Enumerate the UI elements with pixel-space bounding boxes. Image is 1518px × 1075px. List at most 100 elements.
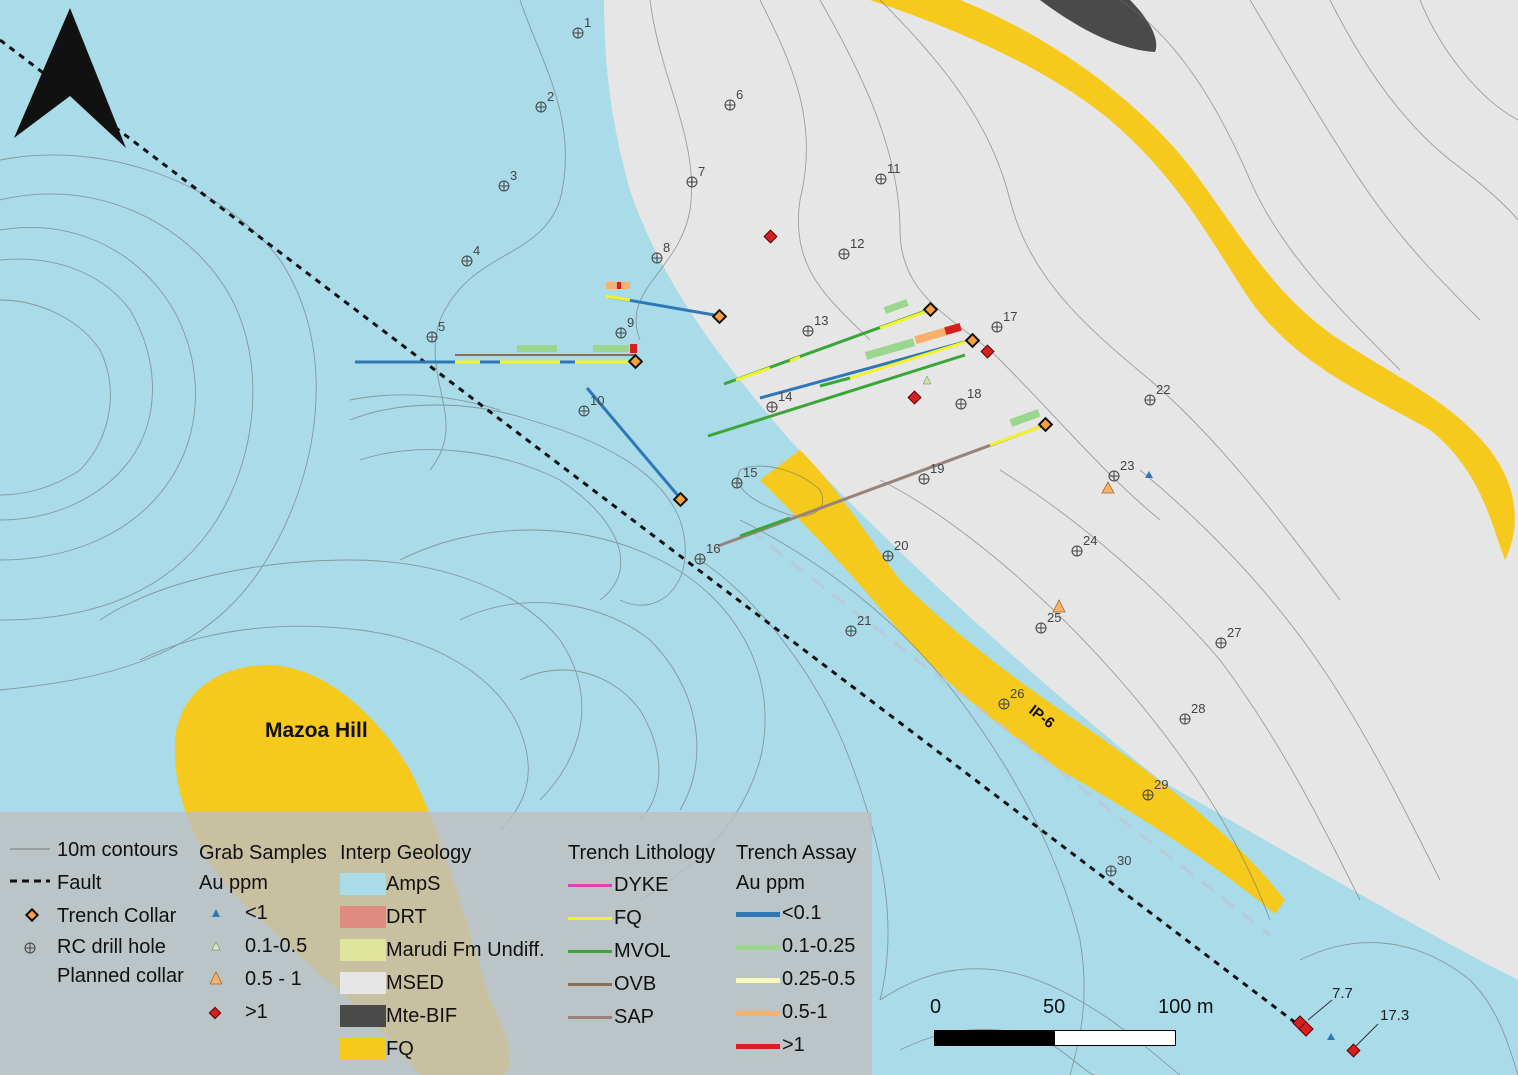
swatch-amps <box>340 873 386 895</box>
sap-line-icon <box>568 1016 612 1019</box>
grab-sample-01-05 <box>922 375 932 385</box>
triangle-green-icon <box>211 941 221 951</box>
drill-hole-label: 26 <box>1010 686 1024 701</box>
legend-lithology-item: OVB <box>614 973 657 995</box>
drill-hole-label: 7 <box>698 164 705 179</box>
legend-grab-item: <1 <box>245 902 268 924</box>
drill-hole-label: 6 <box>736 87 743 102</box>
fault-legend-icon <box>10 879 50 883</box>
swatch-fq <box>340 1038 386 1060</box>
legend-grab-item: >1 <box>245 1001 268 1023</box>
drill-hole-label: 10 <box>590 393 604 408</box>
trench-c <box>585 387 682 499</box>
map-legend: 10m contours Fault Trench Collar RC dril… <box>0 812 872 1075</box>
drill-hole: 19 <box>918 461 944 485</box>
assay-05-1-icon <box>736 1011 780 1016</box>
fault-line <box>0 38 1306 1032</box>
drill-hole-label: 19 <box>930 461 944 476</box>
mazoa-hill-label: Mazoa Hill <box>265 719 368 742</box>
drill-hole-label: 22 <box>1156 382 1170 397</box>
drill-hole-label: 21 <box>857 613 871 628</box>
legend-rc-drill: RC drill hole <box>57 936 166 958</box>
drill-hole: 22 <box>1144 382 1170 406</box>
fq-band-ip6 <box>760 450 1285 914</box>
drill-hole: 14 <box>766 389 792 413</box>
scale-segment-black <box>934 1030 1056 1046</box>
drill-hole-label: 8 <box>663 240 670 255</box>
dyke-line-icon <box>568 884 612 887</box>
grab-value-label: 7.7 <box>1332 985 1353 1002</box>
drill-hole: 17 <box>991 309 1017 333</box>
drill-hole: 3 <box>498 168 517 192</box>
drill-hole-label: 11 <box>887 161 901 176</box>
triangle-orange-icon <box>209 971 223 985</box>
swatch-mte-bif <box>340 1005 386 1027</box>
legend-geology-item: FQ <box>386 1038 414 1060</box>
drill-hole: 9 <box>615 315 634 339</box>
drill-hole-label: 12 <box>850 236 864 251</box>
drill-hole-label: 5 <box>438 319 445 334</box>
legend-assay-title: Trench Assay <box>736 842 857 864</box>
drill-hole-label: 13 <box>814 313 828 328</box>
legend-geology-title: Interp Geology <box>340 842 472 864</box>
drill-hole-label: 20 <box>894 538 908 553</box>
legend-geology-item: Mte-BIF <box>386 1005 458 1027</box>
grab-value-label: 17.3 <box>1380 1007 1409 1024</box>
north-arrow-icon <box>14 8 126 148</box>
legend-contours: 10m contours <box>57 839 179 861</box>
drill-hole: 18 <box>955 386 981 410</box>
grab-sample-lt1 <box>1327 1033 1335 1040</box>
grab-sample-05-1 <box>1101 481 1115 494</box>
drill-hole: 29 <box>1142 777 1168 801</box>
diamond-red-icon <box>208 1006 222 1020</box>
legend-grab-title: Grab Samples <box>199 842 327 864</box>
drill-hole-label: 4 <box>473 243 480 258</box>
drill-hole-label: 28 <box>1191 701 1205 716</box>
drill-hole-label: 30 <box>1117 853 1131 868</box>
swatch-msed <box>340 972 386 994</box>
leader-line <box>1355 1023 1379 1047</box>
grab-sample-05-1 <box>1052 599 1066 613</box>
drill-hole-label: 17 <box>1003 309 1017 324</box>
assay-gt1-icon <box>736 1044 780 1049</box>
drill-hole: 10 <box>578 393 604 417</box>
swatch-marudi <box>340 939 386 961</box>
legend-assay-item: >1 <box>782 1034 805 1056</box>
legend-lithology-title: Trench Lithology <box>568 842 716 864</box>
drill-hole-label: 2 <box>547 89 554 104</box>
grab-sample-gt1 <box>907 390 922 405</box>
drill-hole: 8 <box>651 240 670 264</box>
scale-bar: 0 50 100 m <box>930 996 1230 1056</box>
drill-hole: 6 <box>724 87 743 111</box>
legend-geology-item: MSED <box>386 972 444 994</box>
grab-sample-gt1 <box>1298 1021 1314 1037</box>
drill-hole-label: 25 <box>1047 610 1061 625</box>
leader-line <box>1307 999 1333 1021</box>
drill-hole-legend-icon <box>24 942 36 954</box>
legend-geology-item: AmpS <box>386 873 441 895</box>
trench-collar-legend-icon <box>24 907 40 923</box>
legend-geology-item: DRT <box>386 906 427 928</box>
grab-samples: 7.7 17.3 <box>763 229 1409 1058</box>
drill-hole-label: 16 <box>706 541 720 556</box>
legend-assay-item: 0.25-0.5 <box>782 968 856 990</box>
swatch-drt <box>340 906 386 928</box>
drill-hole-label: 1 <box>584 15 591 30</box>
drill-hole: 12 <box>838 236 864 260</box>
legend-planned: Planned collar <box>57 965 184 987</box>
drill-hole: 23 <box>1108 458 1134 482</box>
scale-label-50: 50 <box>1043 996 1066 1018</box>
legend-grab-item: 0.1-0.5 <box>245 935 308 957</box>
trenches <box>355 282 1046 548</box>
drill-hole: 1 <box>572 15 591 39</box>
drill-hole: 16 <box>694 541 720 565</box>
trench-collars <box>627 301 1054 508</box>
grab-sample-gt1 <box>763 229 778 244</box>
legend-grab-unit: Au ppm <box>199 872 268 894</box>
drill-hole-label: 18 <box>967 386 981 401</box>
drill-hole: 25 <box>1035 610 1061 634</box>
drill-hole-label: 24 <box>1083 533 1097 548</box>
scale-segment-white <box>1054 1030 1176 1046</box>
drill-hole-label: 9 <box>627 315 634 330</box>
